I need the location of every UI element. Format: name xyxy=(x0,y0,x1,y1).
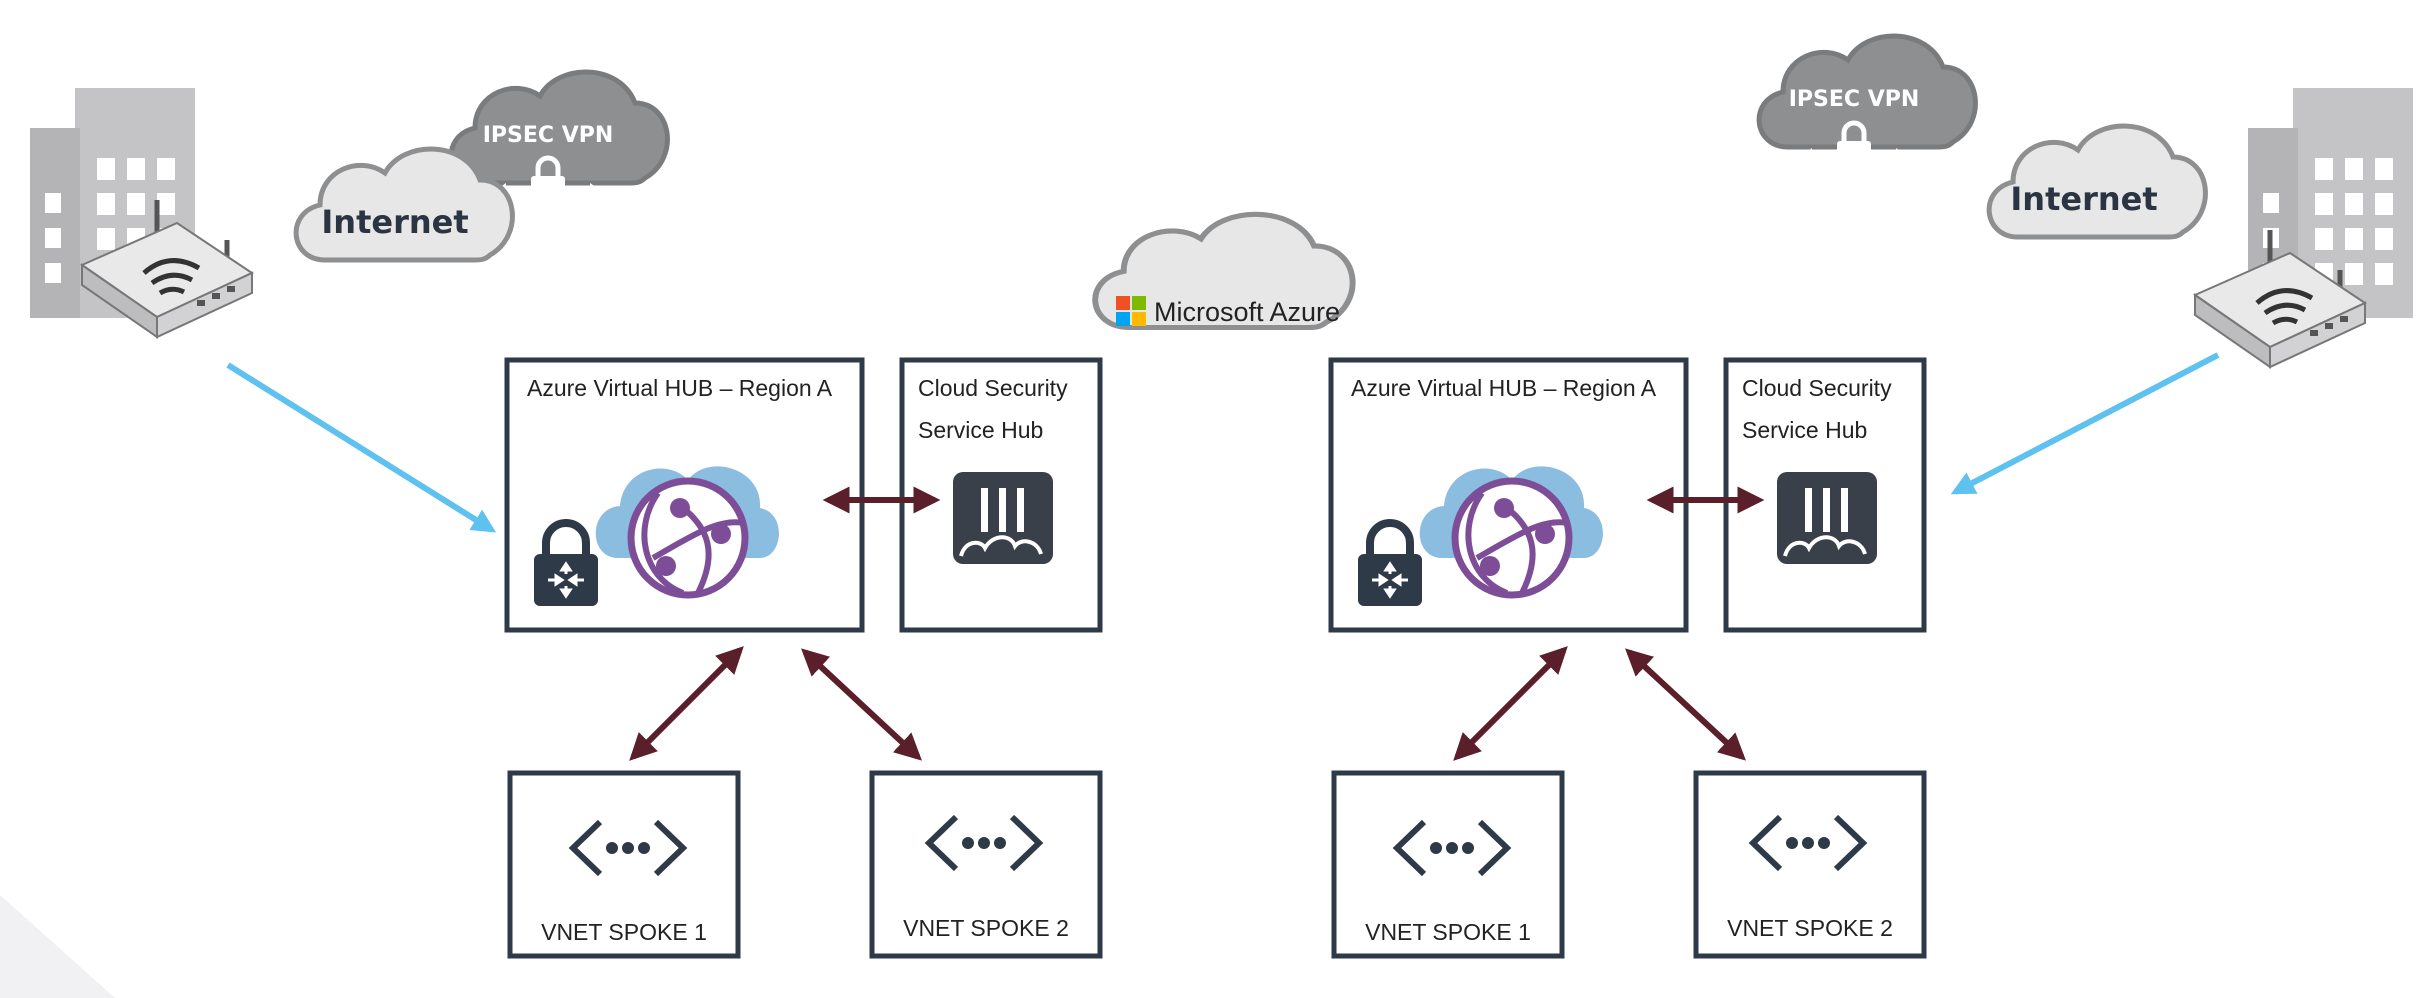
left-security-hub: Cloud Security Service Hub xyxy=(899,357,1103,633)
left-hub-spoke1-arrow xyxy=(629,646,744,761)
left-hub-title: Azure Virtual HUB – Region A xyxy=(527,375,833,401)
left-internet-cloud: Internet xyxy=(296,149,512,260)
left-spoke-1: VNET SPOKE 1 xyxy=(507,770,741,959)
right-hub-spoke1-arrow xyxy=(1453,646,1568,761)
left-security-line2: Service Hub xyxy=(918,417,1043,443)
right-security-line1: Cloud Security xyxy=(1742,375,1892,401)
right-internet-label: Internet xyxy=(2010,180,2157,218)
left-security-line1: Cloud Security xyxy=(918,375,1068,401)
left-vpn-label: IPSEC VPN xyxy=(483,123,614,148)
left-firewall-icon xyxy=(951,470,1055,566)
right-firewall-icon xyxy=(1775,470,1879,566)
azure-label: Microsoft Azure xyxy=(1154,297,1340,327)
left-spoke-2-label: VNET SPOKE 2 xyxy=(903,915,1069,941)
corner-decoration xyxy=(0,895,115,998)
microsoft-logo-icon xyxy=(1116,296,1146,326)
right-spoke-2-label: VNET SPOKE 2 xyxy=(1727,915,1893,941)
right-virtual-hub: Azure Virtual HUB – Region A xyxy=(1328,357,1689,633)
left-hub-spoke2-arrow xyxy=(801,648,922,761)
left-virtual-hub: Azure Virtual HUB – Region A xyxy=(504,357,865,633)
right-spoke-2: VNET SPOKE 2 xyxy=(1693,770,1927,959)
right-router-to-security-arrow xyxy=(1950,352,2220,495)
right-hub-title: Azure Virtual HUB – Region A xyxy=(1351,375,1657,401)
right-vpn-cloud: IPSEC VPN xyxy=(1759,36,1975,169)
left-vpn-cloud: IPSEC VPN xyxy=(451,72,667,204)
right-spoke-1: VNET SPOKE 1 xyxy=(1331,770,1565,959)
left-spoke-1-label: VNET SPOKE 1 xyxy=(541,919,707,945)
right-spoke-1-label: VNET SPOKE 1 xyxy=(1365,919,1531,945)
left-internet-label: Internet xyxy=(321,203,468,241)
right-vpn-label: IPSEC VPN xyxy=(1789,87,1920,112)
right-security-line2: Service Hub xyxy=(1742,417,1867,443)
right-internet-cloud: Internet xyxy=(1989,126,2205,237)
left-router-to-hub-arrow xyxy=(226,362,497,533)
left-spoke-2: VNET SPOKE 2 xyxy=(869,770,1103,959)
right-security-hub: Cloud Security Service Hub xyxy=(1723,357,1927,633)
right-hub-spoke2-arrow xyxy=(1625,648,1746,761)
